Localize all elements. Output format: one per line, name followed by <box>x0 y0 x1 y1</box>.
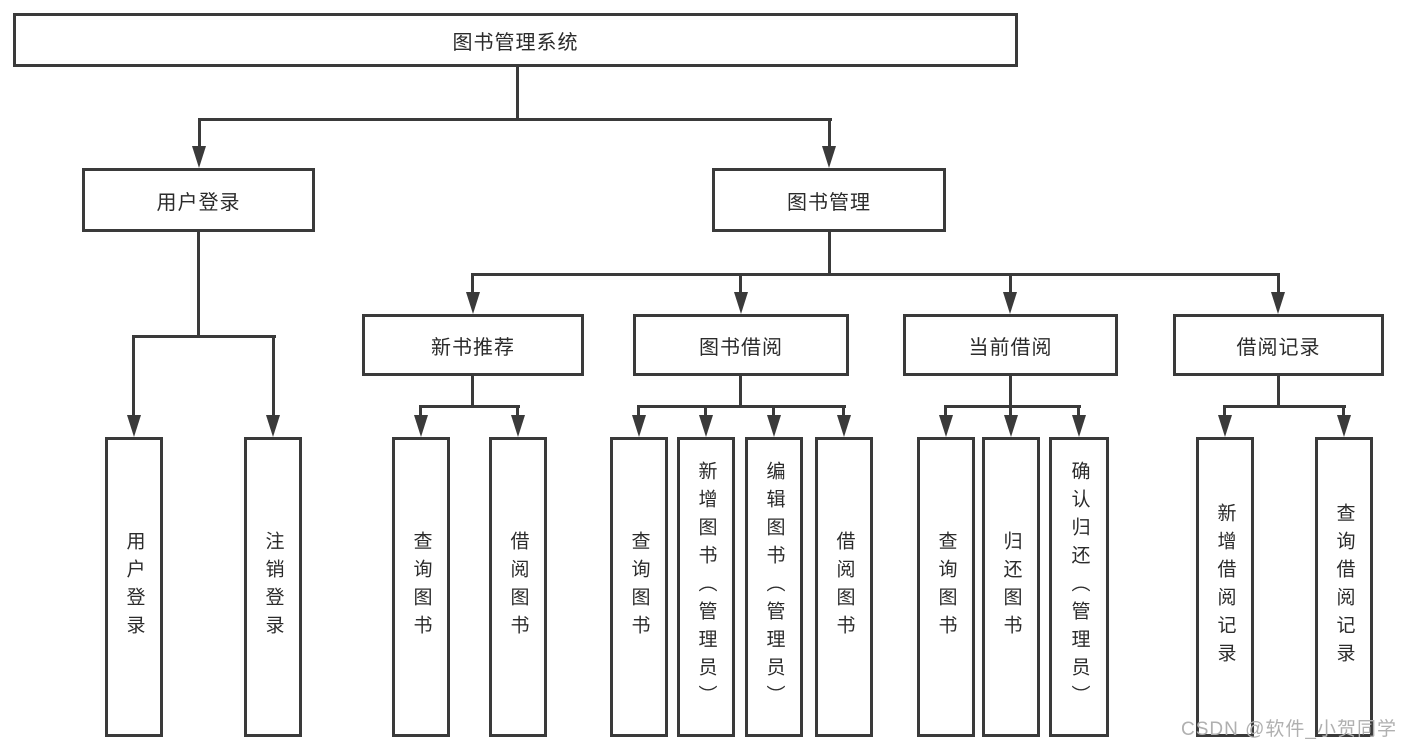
arrow-down-icon <box>822 146 836 168</box>
leaf-label: 借阅图书 <box>507 531 529 643</box>
leaf-label: 查询借阅记录 <box>1333 503 1355 671</box>
node-book-borrow: 图书借阅 <box>633 314 849 376</box>
connector-line <box>272 335 275 419</box>
arrow-down-icon <box>414 415 428 437</box>
leaf-edit-book-admin: 编辑图书（管理员） <box>745 437 803 737</box>
node-label: 借阅记录 <box>1236 336 1321 359</box>
node-label: 当前借阅 <box>968 336 1053 359</box>
connector-line <box>944 405 1081 408</box>
leaf-query-borrow-record: 查询借阅记录 <box>1315 437 1373 737</box>
connector-line <box>471 376 474 408</box>
leaf-add-book-admin: 新增图书（管理员） <box>677 437 735 737</box>
node-book-management: 图书管理 <box>712 168 946 232</box>
connector-line <box>1077 405 1080 418</box>
arrow-down-icon <box>1004 415 1018 437</box>
connector-line <box>1277 273 1280 295</box>
connector-line <box>1277 376 1280 408</box>
arrow-down-icon <box>734 292 748 314</box>
node-library-system: 图书管理系统 <box>13 13 1018 67</box>
leaf-user-login: 用户登录 <box>105 437 163 737</box>
csdn-watermark: CSDN @软件_小贺同学 <box>1181 719 1397 740</box>
connector-line <box>739 376 742 408</box>
arrow-down-icon <box>266 415 280 437</box>
leaf-label: 确认归还（管理员） <box>1068 461 1090 713</box>
leaf-label: 新增图书（管理员） <box>695 461 717 713</box>
connector-line <box>704 405 707 418</box>
arrow-down-icon <box>767 415 781 437</box>
leaf-label: 查询图书 <box>935 531 957 643</box>
arrow-down-icon <box>511 415 525 437</box>
leaf-query-book-recommend: 查询图书 <box>392 437 450 737</box>
arrow-down-icon <box>632 415 646 437</box>
connector-line <box>1342 405 1345 418</box>
arrow-down-icon <box>466 292 480 314</box>
connector-line <box>132 335 276 338</box>
node-borrow-records: 借阅记录 <box>1173 314 1384 376</box>
node-label: 用户登录 <box>156 191 241 214</box>
connector-line <box>198 118 201 150</box>
connector-line <box>471 273 1280 276</box>
connector-line <box>842 405 845 418</box>
connector-line <box>419 405 520 408</box>
connector-line <box>132 335 135 419</box>
arrow-down-icon <box>1003 292 1017 314</box>
connector-line <box>637 405 640 418</box>
leaf-borrow-book-recommend: 借阅图书 <box>489 437 547 737</box>
leaf-label: 借阅图书 <box>833 531 855 643</box>
connector-line <box>198 118 832 121</box>
leaf-add-borrow-record: 新增借阅记录 <box>1196 437 1254 737</box>
connector-line <box>1009 376 1012 408</box>
leaf-label: 归还图书 <box>1000 531 1022 643</box>
leaf-logout: 注销登录 <box>244 437 302 737</box>
connector-line <box>1223 405 1226 418</box>
arrow-down-icon <box>939 415 953 437</box>
connector-line <box>516 67 519 121</box>
arrow-down-icon <box>1072 415 1086 437</box>
leaf-label: 查询图书 <box>628 531 650 643</box>
connector-line <box>1009 405 1012 418</box>
connector-line <box>419 405 422 418</box>
leaf-borrow-book: 借阅图书 <box>815 437 873 737</box>
leaf-label: 新增借阅记录 <box>1214 503 1236 671</box>
connector-line <box>944 405 947 418</box>
arrow-down-icon <box>837 415 851 437</box>
arrow-down-icon <box>1271 292 1285 314</box>
leaf-label: 查询图书 <box>410 531 432 643</box>
node-new-book-recommend: 新书推荐 <box>362 314 584 376</box>
leaf-query-book-borrow: 查询图书 <box>610 437 668 737</box>
connector-line <box>739 273 742 295</box>
leaf-label: 编辑图书（管理员） <box>763 461 785 713</box>
connector-line <box>516 405 519 418</box>
connector-line <box>637 405 846 408</box>
arrow-down-icon <box>192 146 206 168</box>
leaf-return-book: 归还图书 <box>982 437 1040 737</box>
connector-line <box>471 273 474 295</box>
node-user-login: 用户登录 <box>82 168 315 232</box>
arrow-down-icon <box>1337 415 1351 437</box>
connector-line <box>1223 405 1346 408</box>
node-label: 图书管理 <box>787 191 871 214</box>
arrow-down-icon <box>127 415 141 437</box>
arrow-down-icon <box>1218 415 1232 437</box>
node-label: 图书管理系统 <box>452 31 579 54</box>
node-label: 新书推荐 <box>431 336 515 359</box>
connector-line <box>197 232 200 338</box>
leaf-label: 注销登录 <box>262 531 284 643</box>
connector-line <box>828 232 831 276</box>
connector-line <box>1009 273 1012 295</box>
arrow-down-icon <box>699 415 713 437</box>
connector-line <box>772 405 775 418</box>
leaf-confirm-return-admin: 确认归还（管理员） <box>1049 437 1109 737</box>
connector-line <box>828 118 831 150</box>
leaf-query-book-current: 查询图书 <box>917 437 975 737</box>
node-current-borrow: 当前借阅 <box>903 314 1118 376</box>
node-label: 图书借阅 <box>699 336 783 359</box>
leaf-label: 用户登录 <box>123 531 145 643</box>
